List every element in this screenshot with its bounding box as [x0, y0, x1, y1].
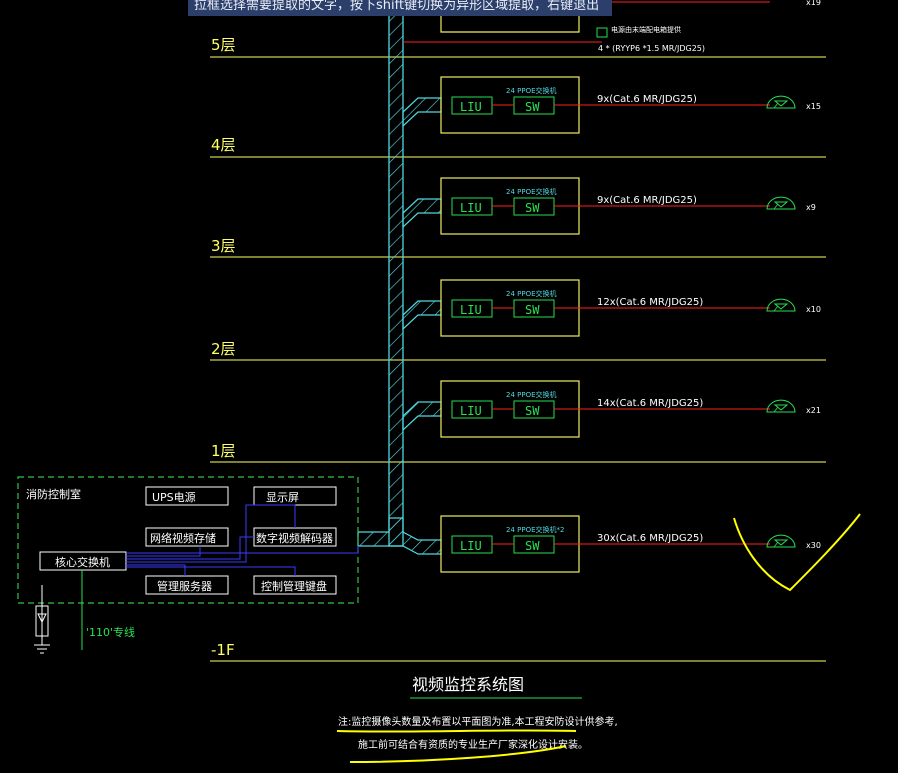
rack-row-4[interactable]: LIU SW 24 PPOE交换机 14x(Cat.6 MR/JDG25) x21	[440, 380, 821, 438]
decoder-label: 数字视频解码器	[256, 531, 333, 545]
switch-label: SW	[525, 100, 540, 114]
cable-spec: 14x(Cat.6 MR/JDG25)	[597, 398, 703, 409]
rack-row-5[interactable]: LIU SW 24 PPOE交换机*2 30x(Cat.6 MR/JDG25) x30	[440, 515, 821, 573]
camera-icon[interactable]	[766, 95, 796, 109]
monitor-label: 显示屏	[266, 491, 299, 504]
switch-label: SW	[525, 539, 540, 553]
floor-label-3: 3层	[211, 237, 236, 255]
selection-tooltip: 拉框选择需要提取的文字，按下shift键切换为异形区域提取，右键退出	[188, 0, 612, 16]
cable-spec: 9x(Cat.6 MR/JDG25)	[597, 94, 697, 105]
power-source-label: 电源由末端配电箱提供	[611, 25, 681, 34]
core-switch-label: 核心交换机	[55, 555, 110, 569]
liu-label: LIU	[460, 303, 482, 317]
ups-label: UPS电源	[152, 490, 196, 504]
server-box[interactable]	[145, 575, 229, 595]
camera-icon[interactable]	[766, 399, 796, 413]
rack-row-2[interactable]: LIU SW 24 PPOE交换机 9x(Cat.6 MR/JDG25) x9	[440, 177, 816, 235]
note-line-1: 注:监控摄像头数量及布置以平面图为准,本工程安防设计供参考,	[338, 715, 618, 728]
control-room-title: 消防控制室	[26, 487, 81, 501]
poe-switch-label: 24 PPOE交换机	[506, 86, 557, 95]
cable-spec: 12x(Cat.6 MR/JDG25)	[597, 297, 703, 308]
note-line-2: 施工前可结合有资质的专业生产厂家深化设计安装。	[358, 738, 588, 751]
cable-spec: 9x(Cat.6 MR/JDG25)	[597, 195, 697, 206]
highlight-checkmark	[733, 513, 861, 592]
cable-riser	[357, 0, 442, 555]
liu-label: LIU	[460, 539, 482, 553]
floor-label-b1: -1F	[211, 641, 235, 659]
diagram-title: 视频监控系统图	[412, 675, 524, 694]
switch-label: SW	[525, 201, 540, 215]
poe-switch-label: 24 PPOE交换机	[506, 289, 557, 298]
ups-box[interactable]	[145, 486, 229, 506]
notes: 注:监控摄像头数量及布置以平面图为准,本工程安防设计供参考, 施工前可结合有资质…	[336, 715, 618, 763]
device-count: x30	[806, 541, 821, 550]
control-room[interactable]: 消防控制室 UPS电源 显示屏 网络视频存储 数字视频解码器 管理服务器 控制管…	[17, 476, 359, 654]
ground-line-label: '110'专线	[86, 625, 135, 639]
camera-icon[interactable]	[766, 196, 796, 210]
storage-box[interactable]	[145, 527, 229, 547]
poe-switch-label: 24 PPOE交换机	[506, 187, 557, 196]
camera-icon[interactable]	[766, 298, 796, 312]
keyboard-label: 控制管理键盘	[261, 579, 327, 593]
rack-row-3[interactable]: LIU SW 24 PPOE交换机 12x(Cat.6 MR/JDG25) x10	[440, 279, 821, 337]
power-box-icon	[596, 27, 608, 38]
ground-device-icon	[35, 605, 49, 637]
switch-label: SW	[525, 404, 540, 418]
power-cable-spec: 4 * (RYYP6 *1.5 MR/JDG25)	[598, 44, 705, 53]
rack-row-1[interactable]: LIU SW 24 PPOE交换机 9x(Cat.6 MR/JDG25) x15	[440, 76, 821, 134]
highlight-underline-1	[336, 729, 577, 733]
control-room-links	[126, 504, 359, 576]
floor-levels: 5层 4层 3层 2层 1层 -1F	[210, 36, 826, 662]
cable-spec: 30x(Cat.6 MR/JDG25)	[597, 533, 703, 544]
highlight-underline-2	[349, 745, 567, 763]
diagram-title-block: 视频监控系统图	[410, 675, 582, 699]
floor-label-2: 2层	[211, 340, 236, 358]
camera-icon[interactable]	[766, 534, 796, 548]
device-count: x10	[806, 305, 821, 314]
floor-label-1: 1层	[211, 442, 236, 460]
poe-switch-label: 24 PPOE交换机	[506, 390, 557, 399]
liu-label: LIU	[460, 100, 482, 114]
storage-label: 网络视频存储	[150, 531, 216, 545]
server-label: 管理服务器	[157, 579, 212, 593]
liu-label: LIU	[460, 201, 482, 215]
liu-label: LIU	[460, 404, 482, 418]
switch-label: SW	[525, 303, 540, 317]
device-count: x21	[806, 406, 821, 415]
top-partial-rack[interactable]: x19 电源由末端配电箱提供 4 * (RYYP6 *1.5 MR/JDG25)	[403, 0, 821, 53]
floor-label-4: 4层	[211, 136, 236, 154]
device-count: x9	[806, 203, 816, 212]
floor-label-5: 5层	[211, 36, 236, 54]
poe-switch-label: 24 PPOE交换机*2	[506, 525, 564, 534]
top-device-count: x19	[806, 0, 821, 7]
core-switch-box[interactable]	[39, 551, 127, 571]
device-count: x15	[806, 102, 821, 111]
